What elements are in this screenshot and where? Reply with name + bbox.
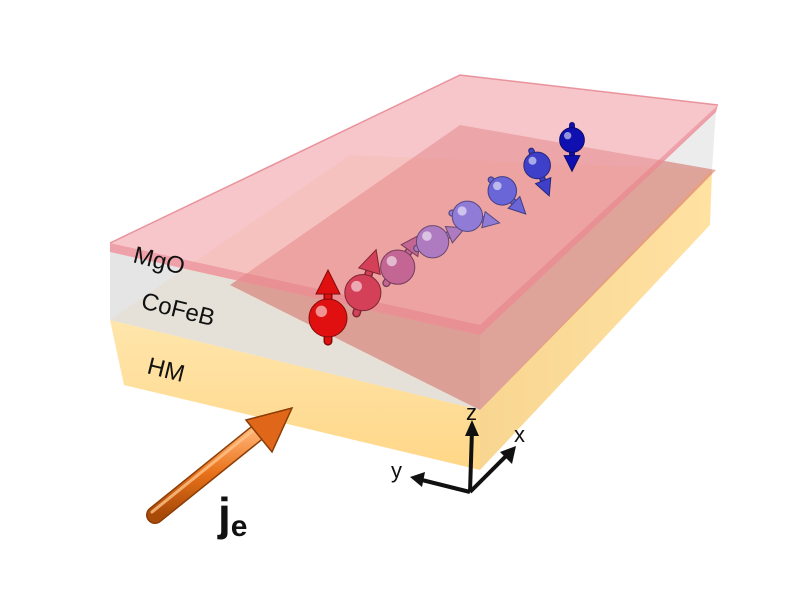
axis-x-label: x [514, 422, 525, 447]
spin-4-head [444, 226, 467, 244]
spin-8-ball [559, 127, 585, 153]
spin-4 [413, 225, 467, 259]
spin-5 [448, 200, 501, 232]
spin-1 [308, 268, 348, 346]
spin-3 [380, 233, 422, 288]
spin-3-ball [380, 249, 416, 285]
spin-1-head [315, 268, 341, 295]
spin-5-ball [451, 200, 484, 232]
spin-2-ball [344, 274, 382, 312]
spin-6-head [507, 195, 527, 215]
spin-5-head [481, 210, 501, 229]
spin-7-head [534, 176, 552, 197]
spin-8 [559, 122, 585, 173]
spin-6 [487, 176, 527, 215]
spin-1-ball [308, 298, 348, 338]
spin-7 [523, 147, 552, 197]
spin-7-ball [523, 151, 551, 180]
layer-stack: MgO CoFeB HM [109, 74, 719, 470]
current-symbol: j [217, 488, 231, 540]
spin-6-ball [487, 176, 518, 206]
current-subscript: e [231, 510, 248, 543]
spin-chain [308, 122, 585, 346]
current-label: je [217, 488, 247, 543]
axis-y-label: y [391, 458, 402, 483]
spin-2 [344, 248, 382, 318]
coordinate-axes [410, 420, 516, 494]
spin-2-head [357, 248, 381, 276]
spin-4-ball [415, 225, 450, 259]
spin-8-head [563, 155, 581, 173]
current-arrow [146, 406, 294, 524]
axis-z-label: z [466, 400, 477, 425]
